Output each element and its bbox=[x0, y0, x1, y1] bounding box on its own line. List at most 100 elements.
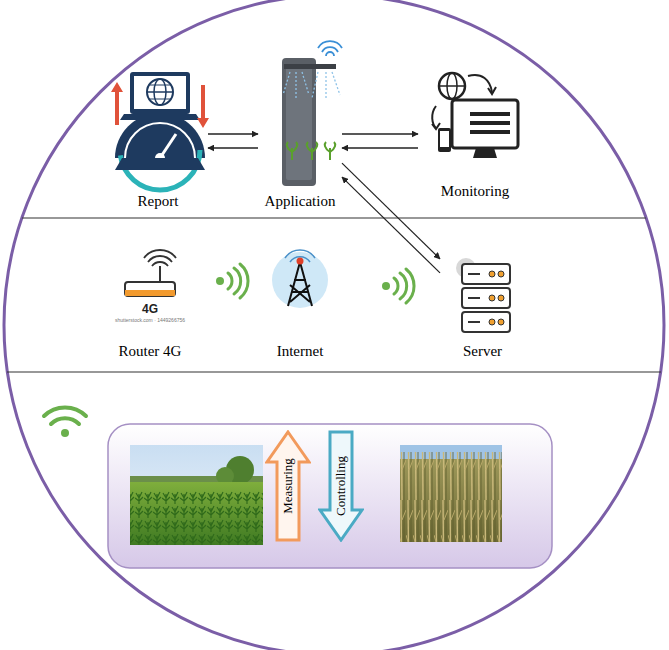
report-icon bbox=[115, 158, 205, 170]
connector-arrow bbox=[342, 163, 440, 259]
node-label: Controlling bbox=[334, 456, 348, 516]
router-icon bbox=[125, 250, 176, 296]
report-icon bbox=[130, 72, 190, 114]
field-panel bbox=[108, 424, 552, 568]
monitoring-icon bbox=[470, 112, 510, 116]
connector-arrow bbox=[342, 147, 418, 149]
server-icon bbox=[498, 271, 504, 277]
section-divider bbox=[7, 371, 661, 372]
watermark: shutterstock.com · 1449266756 bbox=[100, 317, 200, 324]
router-icon bbox=[125, 282, 175, 296]
node-label: Monitoring bbox=[441, 182, 509, 200]
node-label: Application bbox=[265, 192, 336, 210]
server-icon bbox=[462, 288, 510, 308]
application-icon bbox=[307, 142, 317, 160]
application-icon bbox=[284, 64, 336, 69]
block-arrow-outline bbox=[267, 432, 309, 540]
wifi-symbol bbox=[61, 429, 69, 437]
report-icon bbox=[149, 99, 171, 100]
application-icon bbox=[282, 58, 316, 186]
mature-maize-photo bbox=[400, 445, 502, 542]
wifi-symbol bbox=[44, 407, 86, 416]
router-icon bbox=[144, 250, 176, 266]
report-icon bbox=[147, 79, 173, 105]
connector-arrow bbox=[208, 147, 258, 149]
wireless-signal bbox=[240, 264, 248, 298]
wireless-signal bbox=[228, 273, 232, 289]
report-icon bbox=[111, 72, 209, 190]
monitoring-icon bbox=[438, 128, 451, 152]
router-badge: 4G bbox=[125, 302, 175, 316]
application-icon bbox=[282, 41, 342, 186]
monitoring-icon bbox=[439, 85, 465, 87]
server-icon bbox=[468, 297, 480, 299]
monitoring-icon bbox=[452, 100, 518, 148]
node-label: Internet bbox=[277, 342, 324, 360]
internet-tower-icon bbox=[272, 252, 328, 308]
server-icon bbox=[489, 319, 495, 325]
connector-arrow bbox=[342, 177, 440, 273]
server-icon bbox=[468, 321, 480, 323]
monitoring-icon bbox=[473, 148, 497, 158]
wireless-signal bbox=[406, 269, 414, 303]
wireless-signal bbox=[394, 278, 398, 294]
wireless-signal bbox=[234, 268, 241, 294]
application-icon bbox=[283, 72, 340, 98]
wifi-symbol bbox=[44, 407, 86, 437]
monitoring-icon bbox=[439, 73, 465, 99]
measuring-arrow: Measuring bbox=[265, 430, 311, 542]
wifi-symbol bbox=[51, 418, 79, 424]
application-icon bbox=[287, 142, 297, 160]
connector-arrow bbox=[342, 133, 418, 135]
wireless-signal bbox=[400, 273, 407, 299]
server-icon bbox=[498, 295, 504, 301]
report-icon bbox=[111, 82, 123, 125]
node-label: Router 4G bbox=[119, 342, 182, 360]
wireless-signal bbox=[382, 269, 414, 303]
node-label: Report bbox=[138, 192, 179, 210]
server-icon bbox=[456, 258, 510, 332]
mature-maize-photo bbox=[400, 445, 502, 542]
monitoring-icon bbox=[488, 87, 496, 94]
report-icon bbox=[147, 91, 173, 93]
connector-arrow bbox=[208, 133, 258, 135]
report-icon bbox=[149, 85, 171, 86]
server-icon bbox=[489, 295, 495, 301]
report-icon bbox=[125, 123, 195, 158]
young-maize-photo bbox=[130, 445, 263, 545]
internet-tower-icon bbox=[297, 258, 304, 265]
internet-tower-icon bbox=[272, 250, 328, 308]
section-divider bbox=[22, 217, 646, 218]
controlling-arrow: Controlling bbox=[318, 430, 364, 542]
router-icon bbox=[125, 290, 175, 296]
application-icon bbox=[286, 64, 312, 180]
block-arrow-outline bbox=[320, 432, 362, 540]
report-icon bbox=[197, 85, 209, 128]
young-maize-photo bbox=[130, 490, 263, 545]
monitoring-icon bbox=[440, 131, 449, 147]
server-icon bbox=[462, 312, 510, 332]
node-label: Measuring bbox=[281, 458, 295, 514]
young-maize-photo bbox=[130, 445, 263, 545]
mature-maize-photo bbox=[400, 452, 502, 542]
application-icon bbox=[325, 142, 335, 160]
monitoring-node: Monitoring bbox=[418, 62, 532, 200]
node-label: Server bbox=[463, 342, 502, 360]
wireless-signal bbox=[382, 282, 390, 290]
report-icon bbox=[120, 110, 200, 190]
report-icon bbox=[134, 76, 186, 109]
wireless-signal bbox=[216, 277, 224, 285]
server-icon bbox=[498, 319, 504, 325]
young-maize-photo bbox=[130, 482, 263, 545]
application-icon bbox=[318, 41, 342, 56]
internet-node: Internet bbox=[250, 245, 350, 360]
report-node: Report bbox=[108, 58, 208, 210]
monitoring-icon bbox=[470, 130, 510, 134]
server-icon bbox=[489, 271, 495, 277]
router-icon bbox=[159, 266, 161, 282]
monitoring-icon bbox=[432, 123, 440, 129]
